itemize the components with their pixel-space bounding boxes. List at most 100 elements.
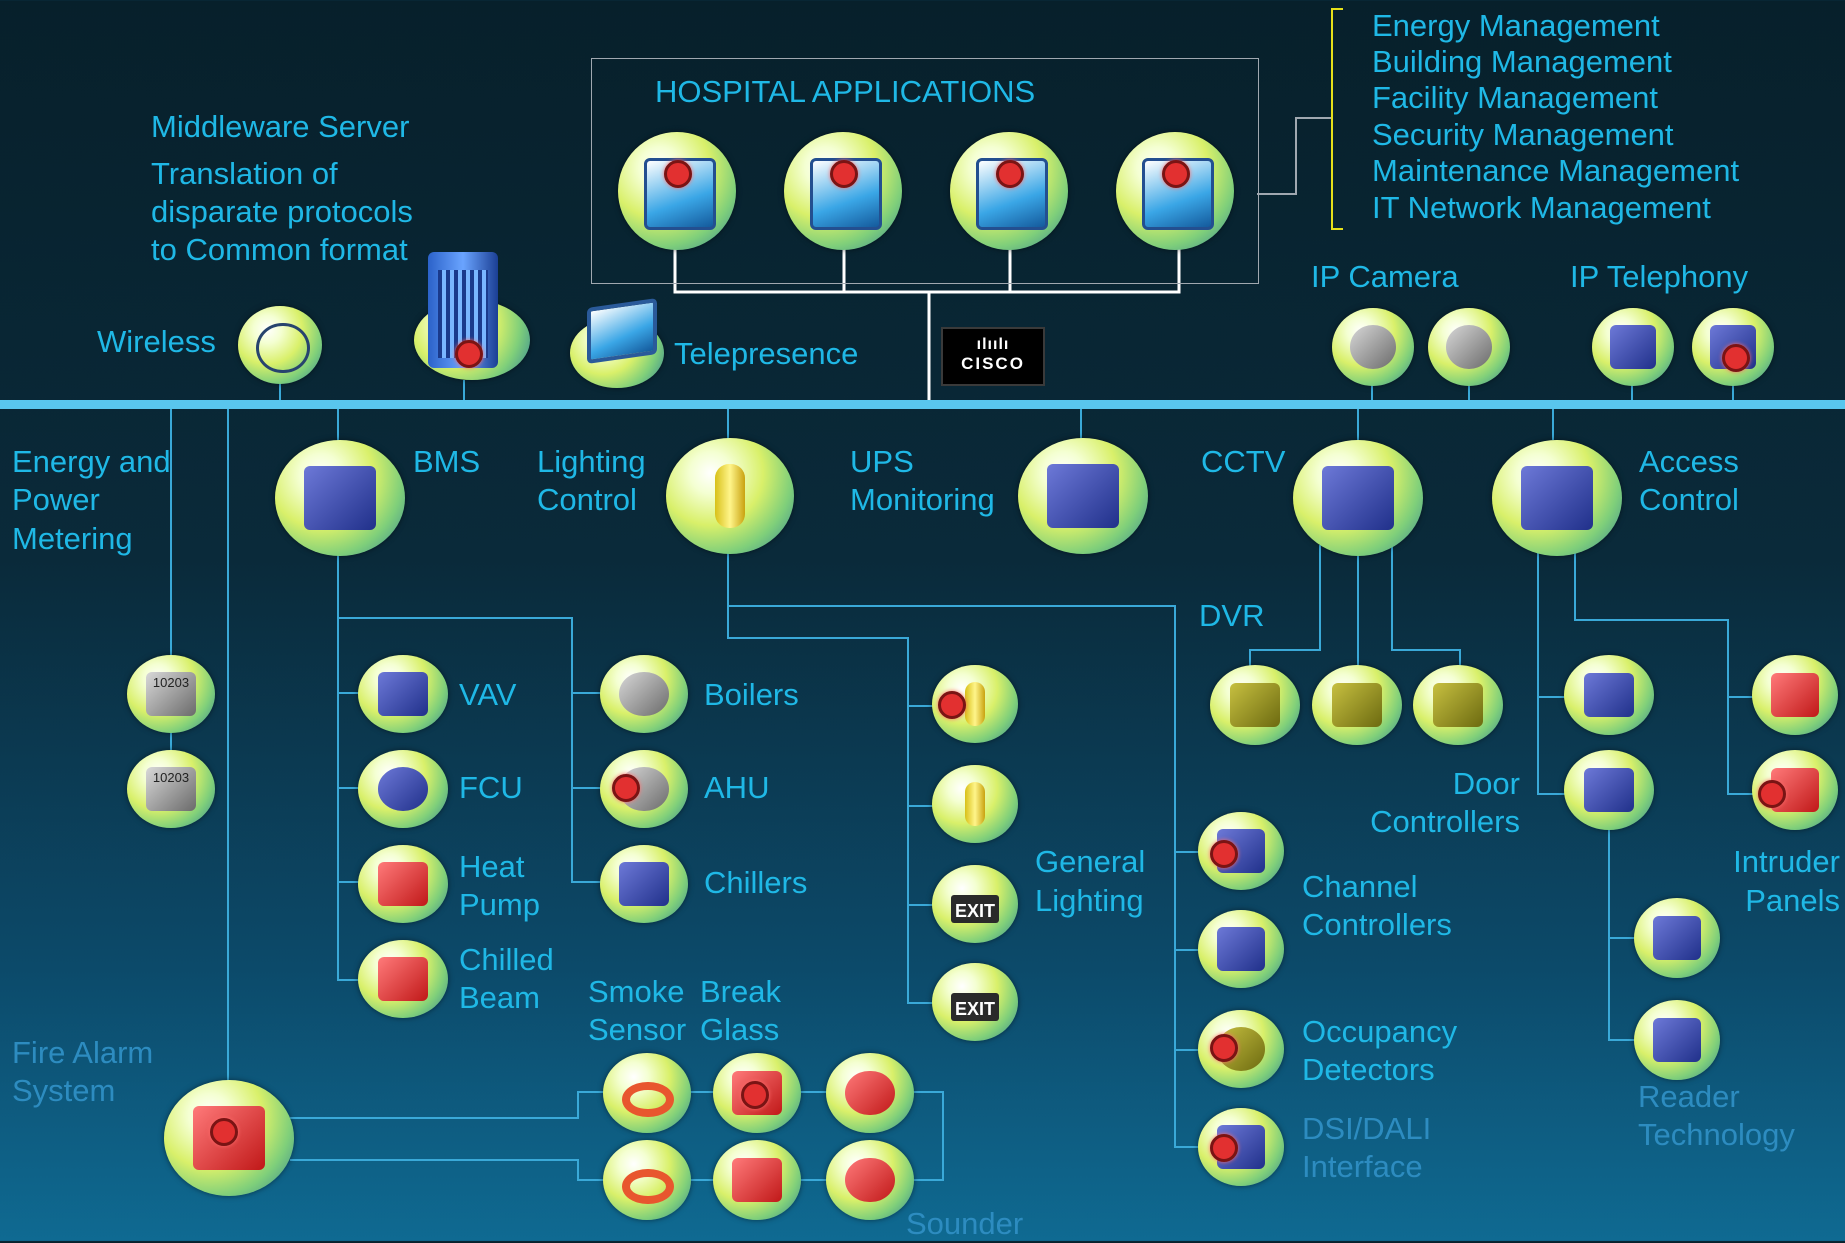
cctv-camera-icon[interactable] — [1210, 665, 1300, 745]
sounder-icon[interactable] — [826, 1140, 914, 1220]
channel-controllers-label: Controllers — [1302, 907, 1452, 942]
dsi-dali-label: DSI/DALI — [1302, 1111, 1432, 1146]
hospital-app-workstation-2[interactable] — [784, 132, 902, 250]
hotspot-marker[interactable] — [1162, 160, 1190, 188]
hotspot-marker[interactable] — [996, 160, 1024, 188]
energy-meter-icon[interactable]: 10203 — [127, 655, 215, 733]
wireless-label: Wireless — [97, 324, 216, 359]
management-item[interactable]: Facility Management — [1372, 80, 1659, 115]
intruder-panel-icon[interactable] — [1752, 655, 1838, 735]
fcu-icon[interactable] — [358, 750, 448, 828]
heat-pump-label: Heat — [459, 849, 525, 884]
exit-sign-icon[interactable]: EXIT — [932, 865, 1018, 943]
fcu-label: FCU — [459, 770, 523, 805]
hotspot-marker[interactable] — [664, 160, 692, 188]
telepresence-label: Telepresence — [674, 336, 859, 371]
hotspot-marker[interactable] — [612, 774, 640, 802]
management-item[interactable]: IT Network Management — [1372, 190, 1711, 225]
ahu-label: AHU — [704, 770, 770, 805]
ip-phone-icon[interactable] — [1692, 308, 1774, 386]
ip-camera-icon[interactable] — [1428, 308, 1510, 386]
occupancy-detector-icon[interactable] — [1198, 1010, 1284, 1088]
channel-controller-icon[interactable] — [1198, 812, 1284, 890]
hotspot-marker[interactable] — [1210, 1134, 1238, 1162]
ups-label: Monitoring — [850, 482, 995, 517]
hotspot-marker[interactable] — [1210, 840, 1238, 868]
occupancy-detectors-label: Occupancy — [1302, 1014, 1458, 1049]
door-controllers-label: Door — [1452, 766, 1520, 801]
access-label: Control — [1639, 482, 1739, 517]
door-controller-icon[interactable] — [1564, 655, 1654, 735]
ip-camera-label: IP Camera — [1311, 259, 1459, 294]
general-lighting-label: Lighting — [1035, 883, 1144, 918]
energy-label: Metering — [12, 521, 133, 556]
hotspot-marker[interactable] — [455, 340, 483, 368]
smoke-sensor-label: Smoke — [588, 974, 685, 1009]
heat-pump-label: Pump — [459, 887, 540, 922]
chilled-beam-icon[interactable] — [358, 940, 448, 1018]
fire-alarm-panel-icon[interactable] — [164, 1080, 294, 1196]
hotspot-marker[interactable] — [741, 1081, 769, 1109]
door-controller-icon[interactable] — [1564, 750, 1654, 830]
management-item[interactable]: Energy Management — [1372, 8, 1660, 43]
break-glass-icon[interactable] — [713, 1053, 801, 1133]
sounder-icon[interactable] — [826, 1053, 914, 1133]
channel-controller-icon[interactable] — [1198, 910, 1284, 988]
telepresence-icon[interactable] — [587, 298, 657, 364]
wireless-access-point-icon[interactable] — [238, 306, 322, 384]
intruder-panel-icon[interactable] — [1752, 750, 1838, 830]
management-item[interactable]: Building Management — [1372, 44, 1672, 79]
heat-pump-icon[interactable] — [358, 845, 448, 923]
light-fixture-icon[interactable] — [932, 665, 1018, 743]
management-item[interactable]: Maintenance Management — [1372, 153, 1740, 188]
hotspot-marker[interactable] — [210, 1118, 238, 1146]
cctv-label: CCTV — [1201, 444, 1286, 479]
hotspot-marker[interactable] — [1758, 780, 1786, 808]
intruder-panels-label: Intruder — [1733, 844, 1840, 879]
energy-meter-icon[interactable]: 10203 — [127, 750, 215, 828]
lighting-label: Lighting — [537, 444, 646, 479]
hotspot-marker[interactable] — [830, 160, 858, 188]
vav-icon[interactable] — [358, 655, 448, 733]
management-bracket — [1331, 8, 1343, 230]
bms-building-icon[interactable] — [275, 440, 405, 556]
smoke-sensor-icon[interactable] — [603, 1053, 691, 1133]
ip-phone-icon[interactable] — [1592, 308, 1674, 386]
cisco-wordmark: CISCO — [961, 354, 1025, 373]
lighting-control-icon[interactable] — [666, 438, 794, 554]
dsi-dali-interface-icon[interactable] — [1198, 1108, 1284, 1186]
exit-sign-icon[interactable]: EXIT — [932, 963, 1018, 1041]
light-fixture-icon[interactable] — [932, 765, 1018, 843]
smoke-sensor-icon[interactable] — [603, 1140, 691, 1220]
hospital-app-links — [673, 248, 1181, 400]
ip-telephony-label: IP Telephony — [1570, 259, 1749, 294]
chillers-label: Chillers — [704, 865, 808, 900]
general-lighting-label: General — [1035, 844, 1146, 879]
ip-camera-icon[interactable] — [1332, 308, 1414, 386]
cisco-bars: ılıılı — [976, 336, 1010, 353]
boilers-icon[interactable] — [600, 655, 688, 733]
cctv-camera-icon[interactable] — [1413, 665, 1503, 745]
access-control-icon[interactable] — [1492, 440, 1622, 556]
hotspot-marker[interactable] — [1722, 344, 1750, 372]
ups-monitoring-icon[interactable] — [1018, 438, 1148, 554]
card-reader-icon[interactable] — [1634, 1000, 1720, 1080]
hotspot-marker[interactable] — [938, 691, 966, 719]
hospital-app-workstation-1[interactable] — [618, 132, 736, 250]
hospital-app-workstation-4[interactable] — [1116, 132, 1234, 250]
cctv-dvr-icon[interactable] — [1293, 440, 1423, 556]
hotspot-marker[interactable] — [1210, 1034, 1238, 1062]
bms-label: BMS — [413, 444, 481, 479]
break-glass-icon[interactable] — [713, 1140, 801, 1220]
chillers-icon[interactable] — [600, 845, 688, 923]
sounder-label: Sounder — [906, 1206, 1024, 1241]
ahu-icon[interactable] — [600, 750, 688, 828]
management-item[interactable]: Security Management — [1372, 117, 1674, 152]
card-reader-icon[interactable] — [1634, 898, 1720, 978]
cctv-camera-icon[interactable] — [1312, 665, 1402, 745]
dvr-label: DVR — [1199, 598, 1265, 633]
boilers-label: Boilers — [704, 677, 799, 712]
hospital-app-workstation-3[interactable] — [950, 132, 1068, 250]
access-label: Access — [1639, 444, 1739, 479]
